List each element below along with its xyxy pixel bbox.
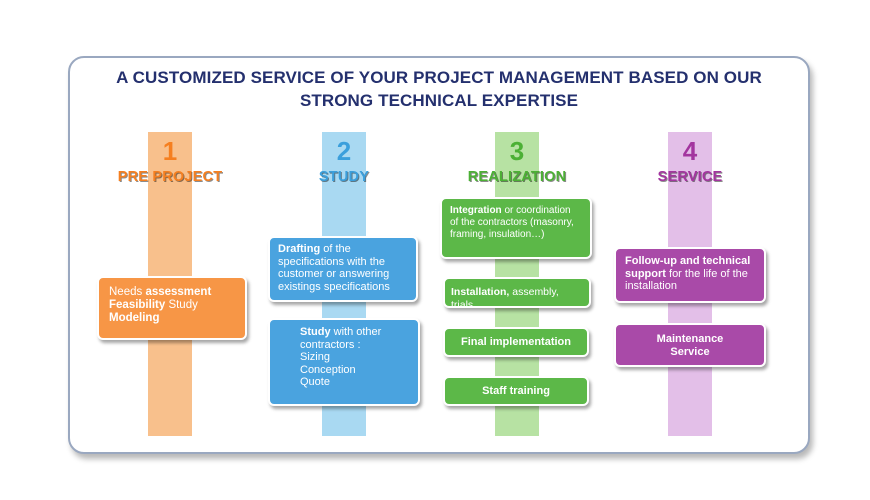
box-text-run: Quote [300, 376, 330, 388]
box-text-run: assembly, trials [451, 286, 559, 311]
box-text-run: specifications with the [278, 255, 385, 268]
box-text-run: framing, insulation…) [450, 229, 545, 240]
box-text-run: Final implementation [460, 336, 571, 348]
phase-4-number: 4 [682, 136, 698, 166]
title-line-2: STRONG TECHNICAL EXPERTISE [299, 91, 579, 110]
phase-3-name: REALIZATION [467, 169, 567, 185]
box-text-run: Staff training [482, 385, 550, 397]
phase-4-name: SERVICE [657, 169, 723, 185]
phase-1-number: 1 [162, 136, 178, 166]
realization-final-implementation-box: Final implementation [443, 327, 589, 357]
box-text-run: contractors : [300, 338, 361, 351]
realization-installation-box: Installation, assembly, trials [443, 277, 591, 311]
box-text-run: Needs [109, 286, 146, 298]
box-text-run: Service [670, 345, 710, 358]
box-text-run: of the [320, 243, 351, 255]
title-line-1: A CUSTOMIZED SERVICE OF YOUR PROJECT MAN… [116, 68, 762, 87]
box-text-run: existings specifications [278, 280, 390, 293]
box-text-run: or coordination [501, 205, 571, 216]
phase-2-number: 2 [336, 136, 352, 166]
box-text-run: Installation, [451, 286, 510, 298]
box-text-run: for the life of the [665, 267, 748, 280]
box-text-run: installation [625, 280, 677, 292]
box-text-run: of the contractors (masonry, [450, 217, 574, 228]
realization-staff-training-box: Staff training [443, 376, 589, 406]
box-text-run: support [625, 267, 666, 280]
box-text-run: Study [300, 326, 331, 338]
diagram-title: A CUSTOMIZED SERVICE OF YOUR PROJECT MAN… [68, 66, 810, 112]
box-text-run: Study [165, 299, 198, 311]
box-text-run: with other [330, 326, 382, 338]
box-text-run: Maintenance [656, 333, 724, 345]
box-text-run: customer or answering [278, 268, 390, 280]
box-text-run: Modeling [109, 312, 160, 324]
box-text-run: assessment [145, 286, 212, 298]
box-text-run: Follow-up and technical [625, 255, 751, 267]
box-text-run: Drafting [278, 243, 321, 255]
phase-2-name: STUDY [318, 169, 370, 185]
phase-1-name: PRE PROJECT [117, 169, 223, 185]
box-text-run: Sizing [300, 351, 330, 363]
box-text-run: Integration [450, 205, 502, 216]
box-text-run: Feasibility [109, 299, 166, 311]
phase-3-number: 3 [509, 136, 525, 166]
box-text-run: Conception [300, 363, 356, 376]
